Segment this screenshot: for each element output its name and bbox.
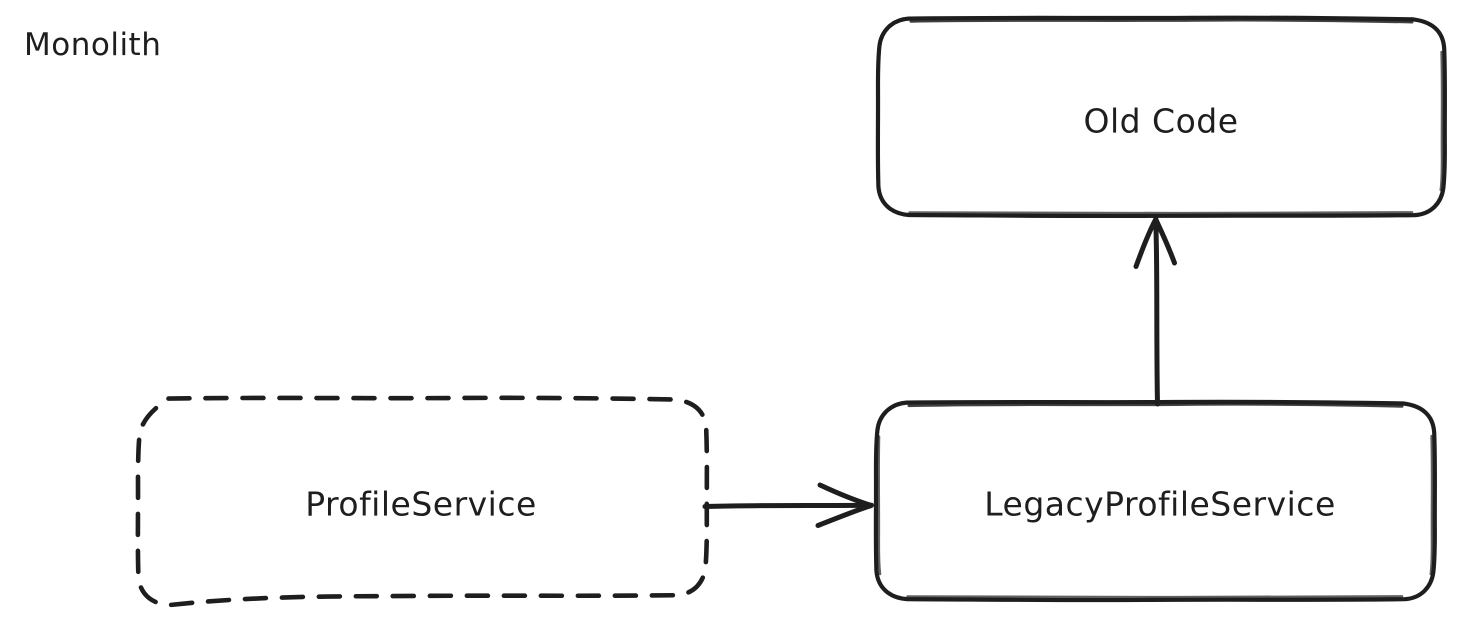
group-label-monolith: Monolith <box>24 27 162 63</box>
edge-profile-to-legacy[interactable] <box>702 482 874 528</box>
arrowhead-lower-barb <box>815 503 874 528</box>
edge-legacy-to-old-code[interactable] <box>1133 216 1177 407</box>
node-profile-service-shape[interactable] <box>135 395 710 608</box>
arrowhead-right-barb <box>1153 217 1177 266</box>
node-legacy-profile-service-shape[interactable] <box>873 399 1437 603</box>
arrowhead-upper-barb <box>817 482 874 508</box>
arrowhead-left-barb <box>1133 217 1159 269</box>
node-old-code-shape[interactable] <box>875 15 1447 219</box>
